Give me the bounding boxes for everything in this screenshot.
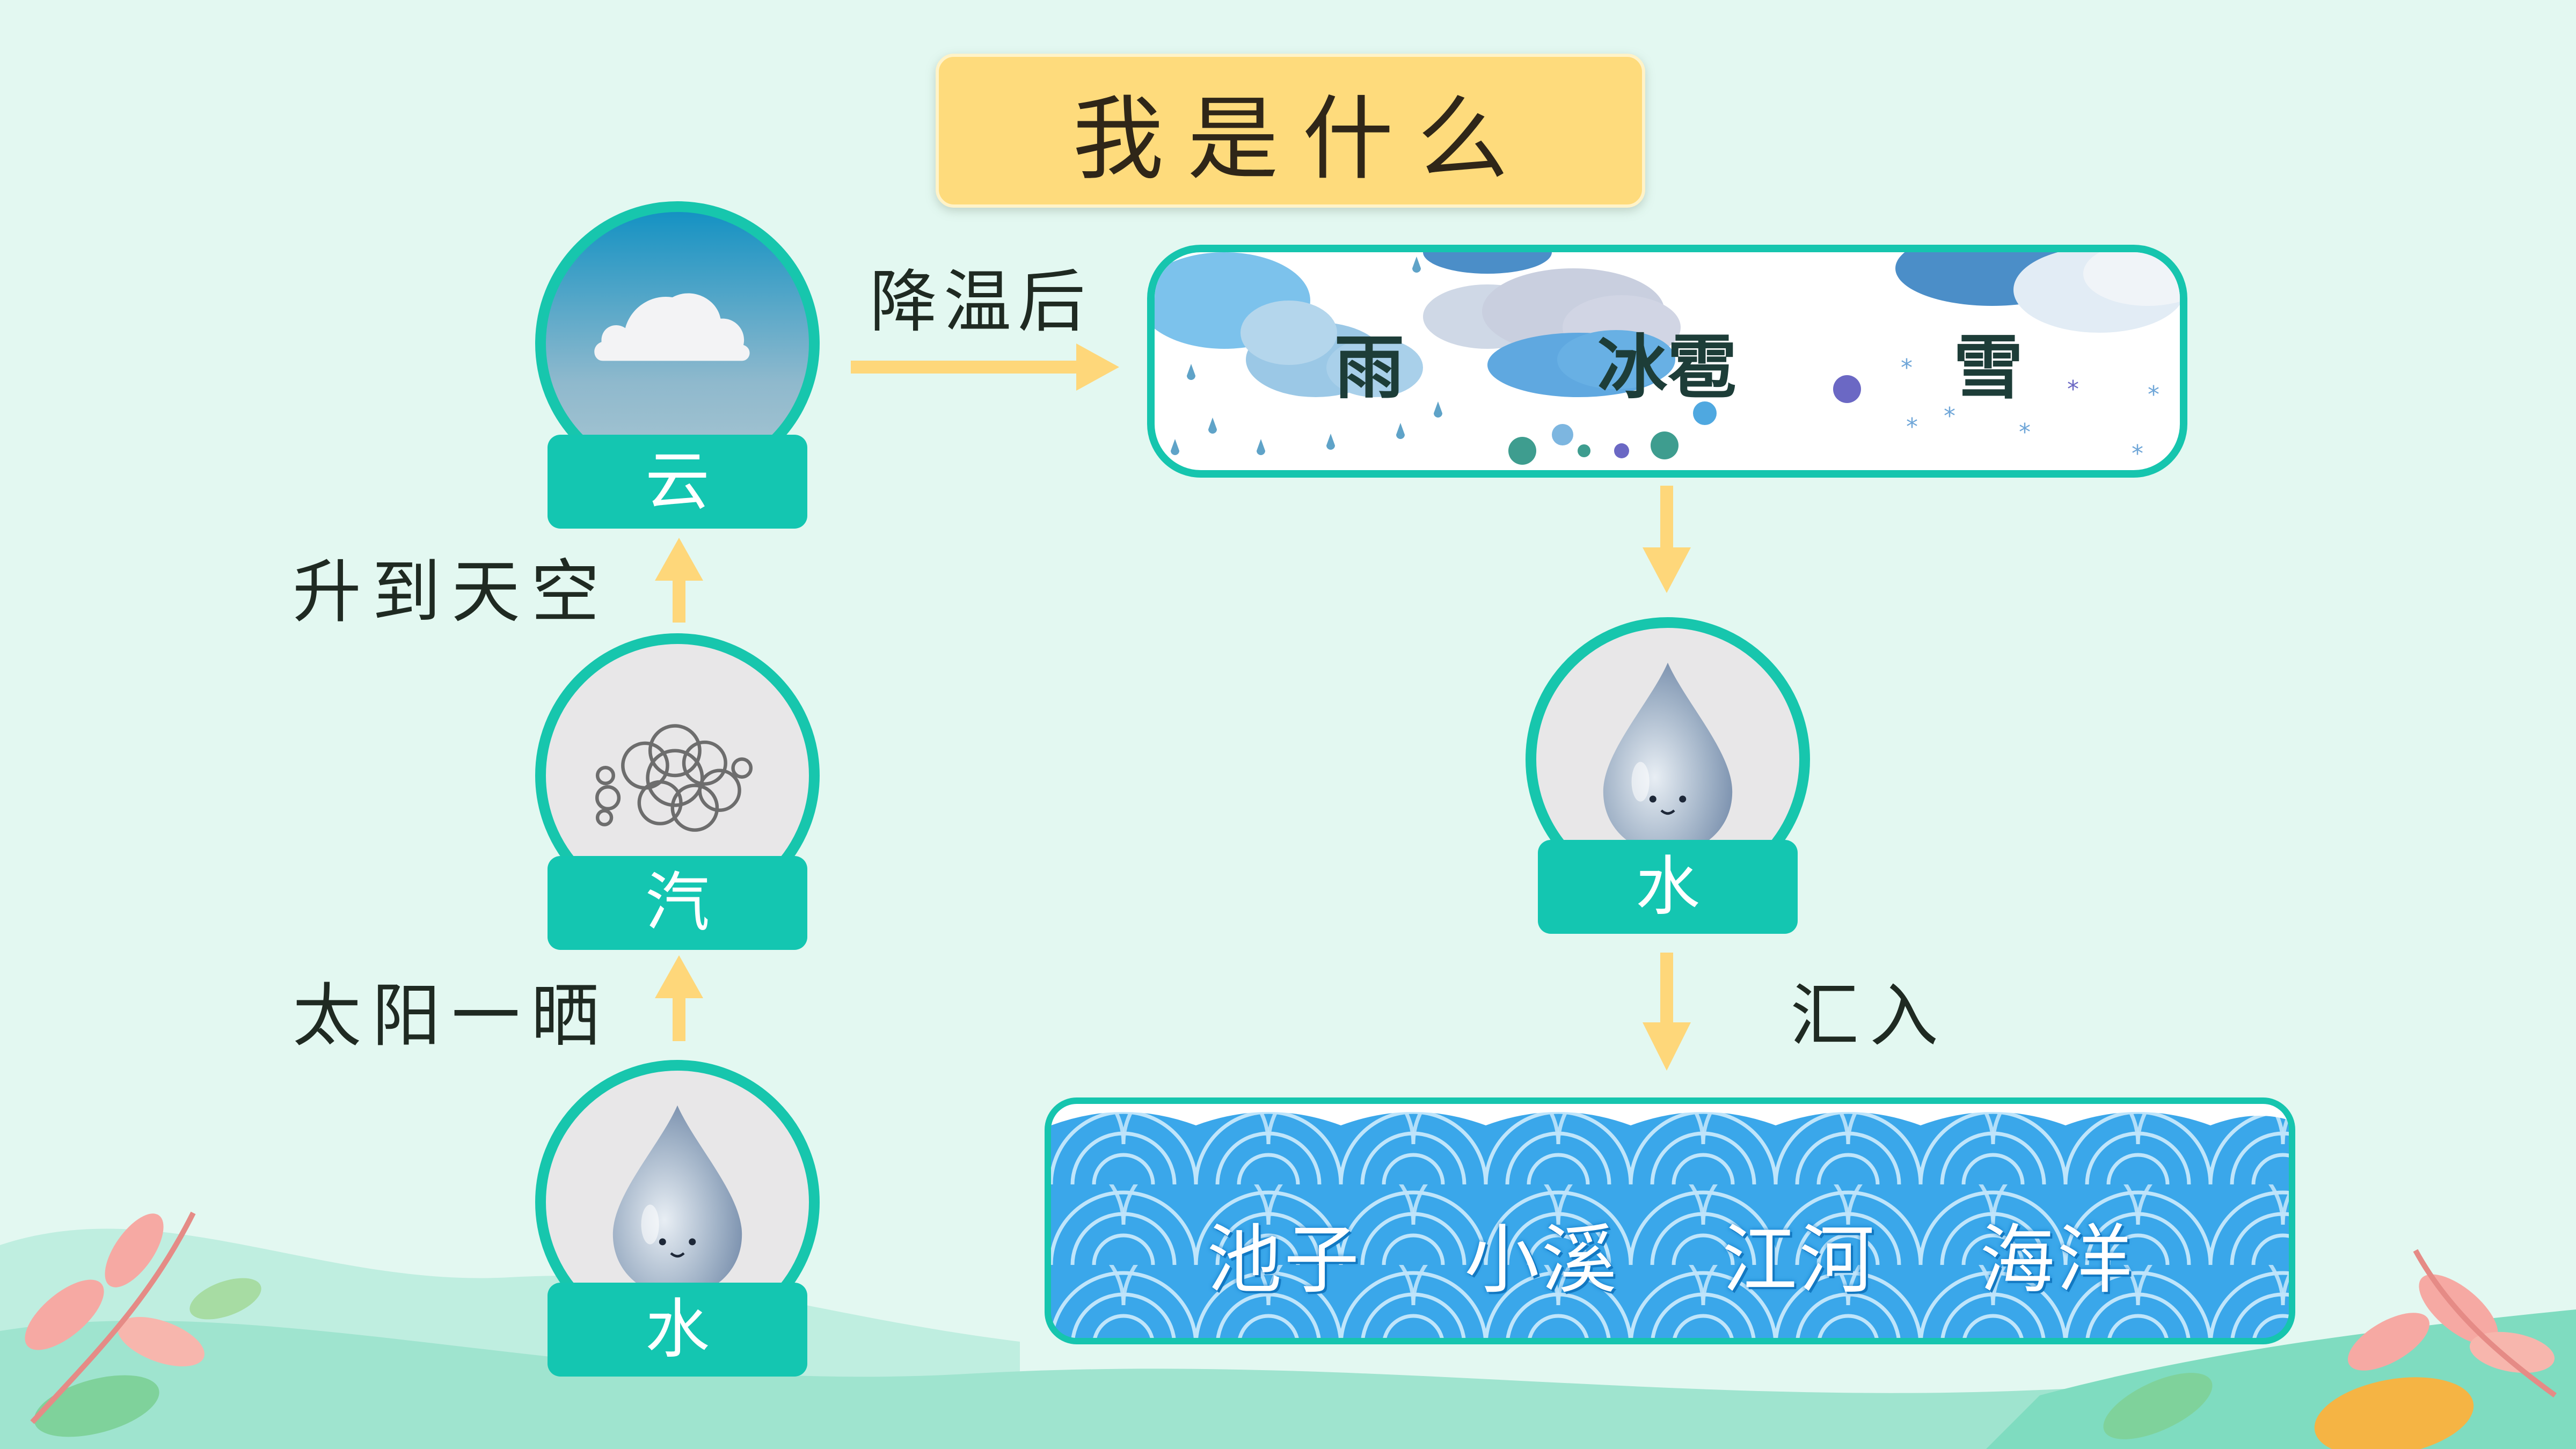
vapor-node-label: 汽 bbox=[645, 865, 710, 940]
rain-cloud-icon bbox=[1155, 252, 1423, 397]
leaf-decoration-right bbox=[2103, 1249, 2557, 1449]
water-start-node-label: 水 bbox=[645, 1292, 710, 1367]
arrow-down-fall bbox=[1643, 486, 1691, 593]
arrow-down-flow bbox=[1643, 953, 1691, 1071]
arrow-up-rise bbox=[655, 538, 703, 623]
label-flow: 汇入 bbox=[1790, 976, 1950, 1056]
precipitation-snow: 雪 bbox=[1953, 327, 2024, 408]
svg-text:*: * bbox=[1901, 354, 1913, 382]
label-rise: 升到天空 bbox=[293, 552, 611, 632]
water-end-node-label: 水 bbox=[1636, 849, 1700, 924]
cloud-node-tag: 云 bbox=[548, 435, 807, 529]
svg-text:*: * bbox=[2132, 440, 2143, 467]
water-start-node-tag: 水 bbox=[548, 1283, 807, 1377]
label-cool: 降温后 bbox=[870, 262, 1092, 341]
water-bodies-box: 池子 小溪 江河 海洋 bbox=[1045, 1097, 2295, 1344]
water-drop-face-icon bbox=[1603, 662, 1733, 854]
label-sun: 太阳一晒 bbox=[293, 976, 611, 1056]
page-title: 我是什么 bbox=[1072, 86, 1532, 193]
svg-text:*: * bbox=[2148, 381, 2159, 408]
arrow-up-sun bbox=[655, 955, 703, 1041]
precipitation-rain: 雨 bbox=[1334, 327, 1405, 408]
svg-text:*: * bbox=[1906, 413, 1918, 441]
svg-text:*: * bbox=[2019, 419, 2031, 446]
wave-pattern bbox=[1051, 1104, 2289, 1338]
water-body-stream: 小溪 bbox=[1464, 1217, 1619, 1304]
water-body-pond: 池子 bbox=[1207, 1217, 1362, 1304]
water-body-ocean: 海洋 bbox=[1980, 1217, 2135, 1304]
svg-text:*: * bbox=[1944, 402, 1955, 430]
svg-text:*: * bbox=[2067, 376, 2079, 403]
title-banner: 我是什么 bbox=[936, 54, 1645, 208]
cloud-node-label: 云 bbox=[645, 444, 710, 519]
steam-icon bbox=[595, 724, 753, 832]
water-end-node-tag: 水 bbox=[1538, 840, 1798, 934]
water-body-river: 江河 bbox=[1722, 1217, 1877, 1304]
hail-cloud-icon bbox=[1423, 268, 1681, 397]
precipitation-hail: 冰雹 bbox=[1597, 327, 1738, 408]
water-drop-face-icon bbox=[612, 1105, 742, 1297]
leaf-decoration-left bbox=[25, 1211, 261, 1437]
arrow-right-cool bbox=[851, 343, 1119, 391]
vapor-node-tag: 汽 bbox=[548, 856, 807, 950]
precipitation-box: * * * * * * * 雨 冰雹 雪 bbox=[1147, 245, 2187, 478]
cloud-icon bbox=[594, 293, 750, 361]
precipitation-illustration: * * * * * * * bbox=[1155, 252, 2180, 467]
snow-cloud-icon bbox=[1423, 252, 2180, 333]
